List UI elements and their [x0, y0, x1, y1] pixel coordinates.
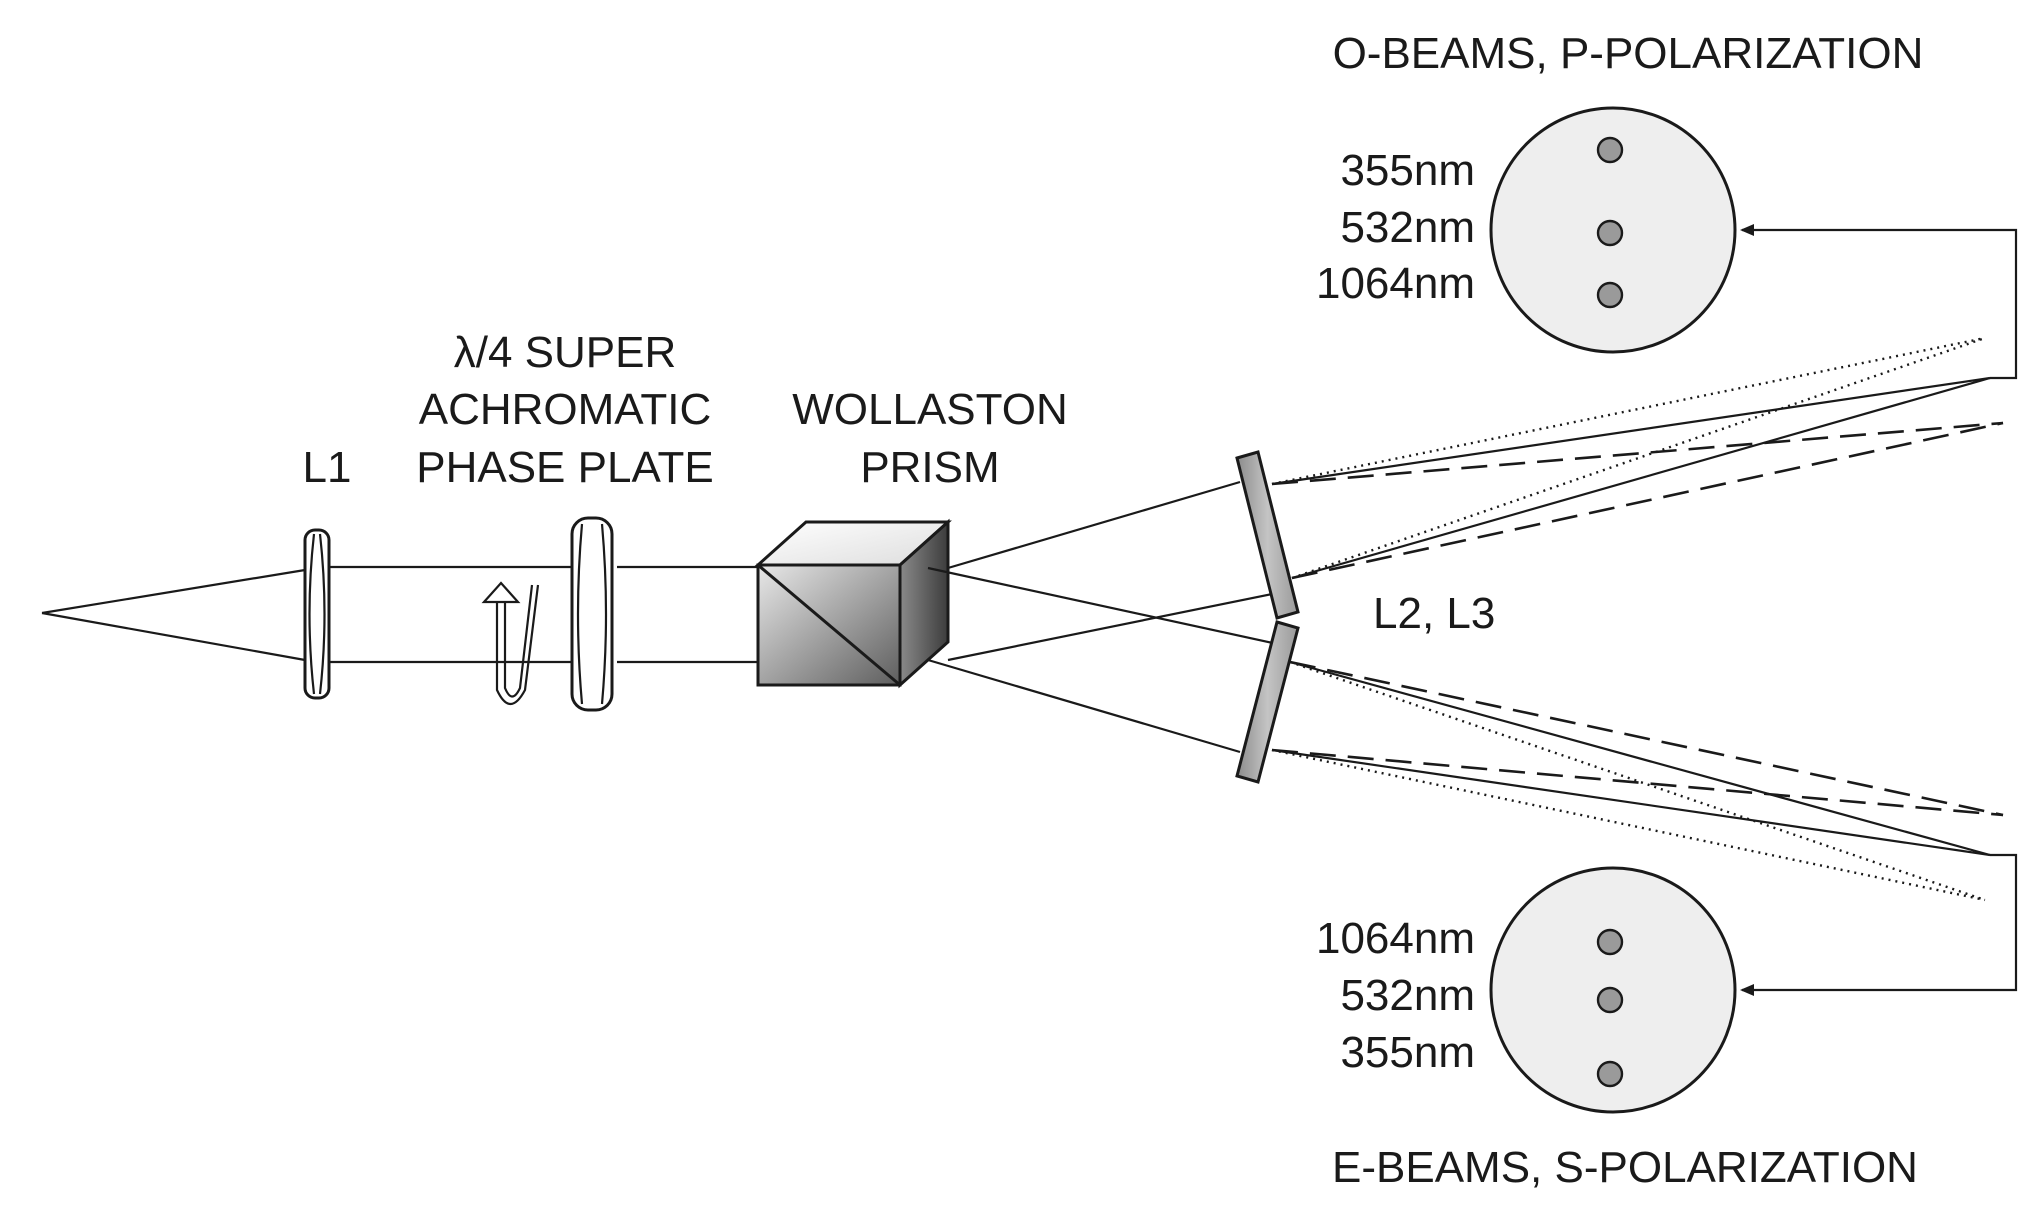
beam-path-split: [927, 480, 1283, 754]
label-wollaston-line1: WOLLASTON: [792, 385, 1067, 434]
phase-plate: [570, 516, 614, 712]
label-wollaston-line2: PRISM: [860, 443, 999, 492]
rotation-arrow-icon: [481, 581, 540, 706]
e-spot-label-2: 532nm: [1340, 971, 1475, 1020]
o-spot-1: [1596, 136, 1624, 164]
e-detector-arrow: [1740, 853, 2018, 996]
beam-path-e: [1271, 660, 2004, 902]
label-o-beams: O-BEAMS, P-POLARIZATION: [1333, 29, 1924, 78]
o-spot-label-1: 355nm: [1340, 146, 1475, 195]
e-spot-2: [1596, 986, 1624, 1014]
o-spot-label-3: 1064nm: [1316, 259, 1475, 308]
lens-l1: [303, 528, 331, 700]
e-spot-label-1: 1064nm: [1316, 914, 1475, 963]
o-spot-label-2: 532nm: [1340, 203, 1475, 252]
wollaston-prism: [754, 518, 952, 689]
beam-path-input: [41, 565, 758, 664]
mirror-l2: [1235, 450, 1300, 620]
o-detector-arrow: [1740, 224, 2018, 380]
label-l2-l3: L2, L3: [1373, 589, 1495, 638]
e-beam-detector: [1489, 866, 1737, 1114]
label-phase-plate-line1: λ/4 SUPER: [454, 328, 677, 377]
label-l1: L1: [303, 443, 352, 492]
beam-path-o: [1271, 336, 2004, 580]
e-spot-label-3: 355nm: [1340, 1028, 1475, 1077]
label-phase-plate-line3: PHASE PLATE: [416, 443, 714, 492]
label-phase-plate-line2: ACHROMATIC: [419, 385, 712, 434]
o-spot-2: [1596, 219, 1624, 247]
o-beam-detector: [1489, 106, 1737, 354]
e-spot-3: [1596, 1060, 1624, 1088]
e-spot-1: [1596, 928, 1624, 956]
label-e-beams: E-BEAMS, S-POLARIZATION: [1332, 1143, 1918, 1192]
o-spot-3: [1596, 281, 1624, 309]
mirror-l3: [1235, 620, 1300, 784]
